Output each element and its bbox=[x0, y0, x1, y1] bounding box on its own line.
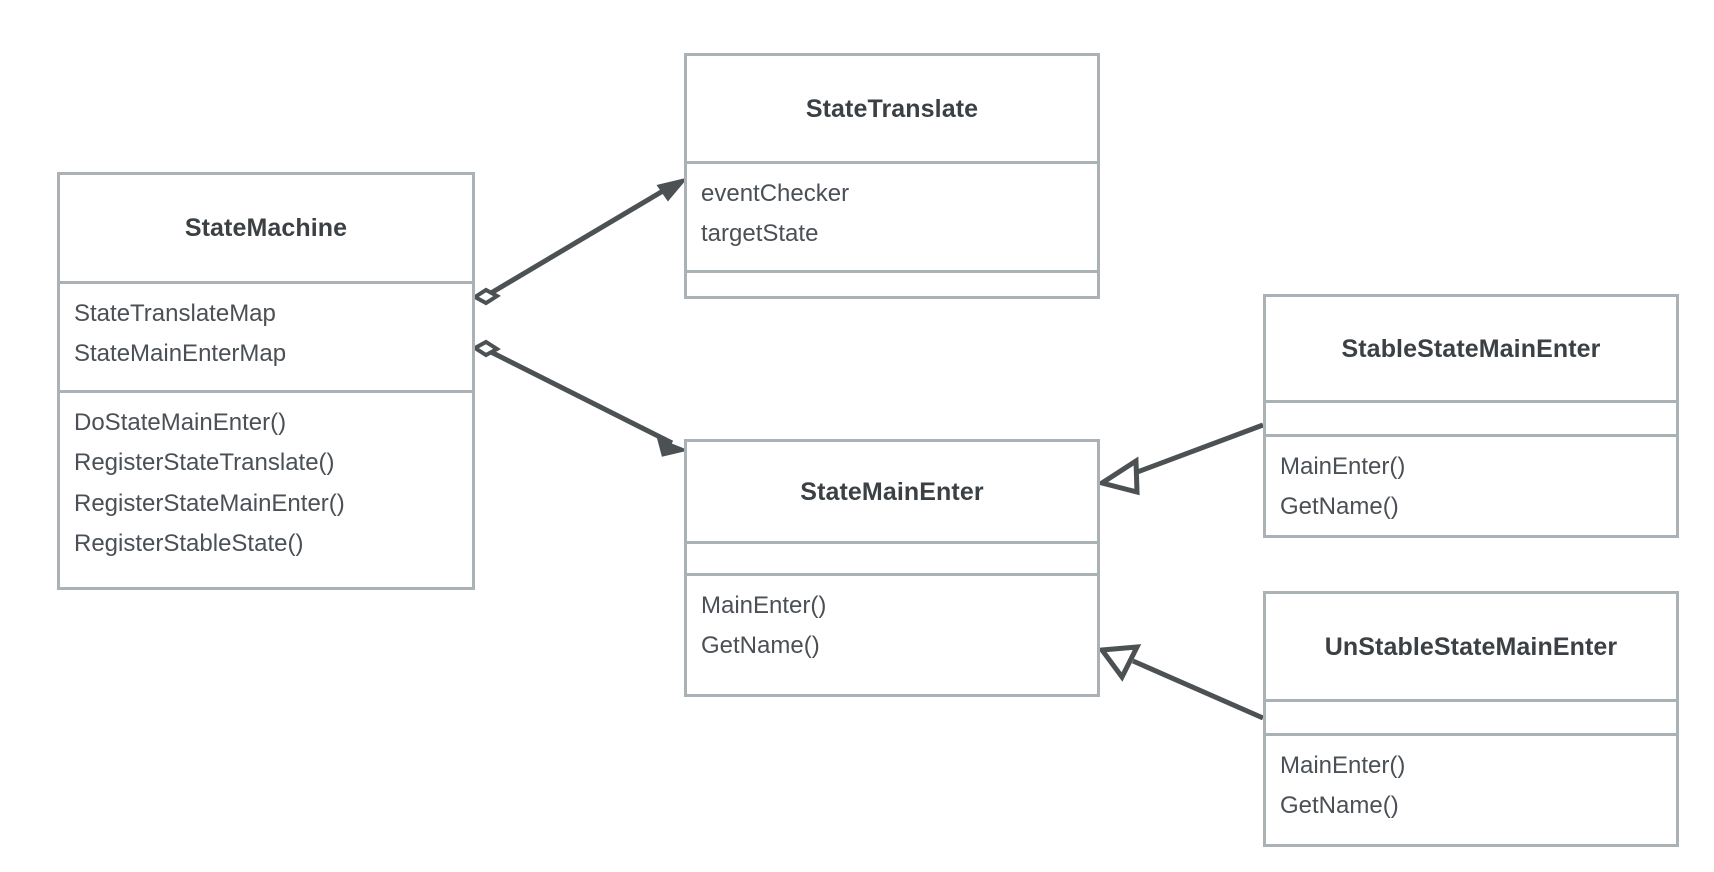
class-method: GetName() bbox=[1280, 493, 1399, 521]
class-method: MainEnter() bbox=[1280, 752, 1406, 779]
class-attributes-compartment-state-main-enter bbox=[687, 541, 1097, 573]
relation-aggregation-statemachine-statemainenter[interactable] bbox=[471, 339, 689, 457]
class-method: GetName() bbox=[1280, 792, 1399, 820]
class-attributes-compartment-state-machine: StateTranslateMap StateMainEnterMap bbox=[60, 281, 472, 390]
class-title-compartment-state-machine: StateMachine bbox=[60, 175, 472, 281]
class-method: RegisterStateTranslate() bbox=[74, 449, 335, 477]
class-attributes-compartment-stable-state-main-enter bbox=[1266, 400, 1676, 434]
class-attribute: StateTranslateMap bbox=[74, 300, 276, 327]
aggregation-diamond-statemachine-statetranslate bbox=[471, 287, 501, 306]
aggregation-diamond-statemachine-statemainenter bbox=[471, 339, 501, 358]
relation-generalization-stablestatemainenter[interactable] bbox=[1095, 422, 1264, 496]
arrowhead-hollow-triangle-stablestatemainenter bbox=[1095, 456, 1140, 496]
class-methods-compartment-state-main-enter: MainEnter() GetName() bbox=[687, 573, 1097, 694]
class-box-state-machine[interactable]: StateMachine StateTranslateMap StateMain… bbox=[57, 172, 475, 590]
class-method: GetName() bbox=[701, 632, 820, 660]
class-box-state-translate[interactable]: StateTranslate eventChecker targetState bbox=[684, 53, 1100, 299]
class-methods-compartment-stable-state-main-enter: MainEnter() GetName() bbox=[1266, 434, 1676, 535]
class-name-stable-state-main-enter: StableStateMainEnter bbox=[1341, 334, 1601, 363]
class-methods-compartment-state-machine: DoStateMainEnter() RegisterStateTranslat… bbox=[60, 390, 472, 587]
class-method: MainEnter() bbox=[1280, 453, 1406, 481]
generalization-line-stablestatemainenter bbox=[1131, 422, 1264, 477]
class-box-state-main-enter[interactable]: StateMainEnter MainEnter() GetName() bbox=[684, 439, 1100, 697]
aggregation-line-statetranslate bbox=[489, 182, 675, 296]
class-title-compartment-stable-state-main-enter: StableStateMainEnter bbox=[1266, 297, 1676, 400]
class-attributes-compartment-state-translate: eventChecker targetState bbox=[687, 161, 1097, 270]
class-method: MainEnter() bbox=[701, 592, 827, 619]
generalization-line-unstablestatemainenter bbox=[1131, 658, 1265, 721]
class-attribute: targetState bbox=[701, 220, 819, 248]
class-title-compartment-state-translate: StateTranslate bbox=[687, 56, 1097, 161]
class-method: DoStateMainEnter() bbox=[74, 409, 287, 436]
aggregation-line-statemainenter bbox=[489, 349, 674, 446]
class-name-state-machine: StateMachine bbox=[184, 214, 348, 242]
arrowhead-filled-statetranslate bbox=[656, 177, 689, 202]
class-name-state-main-enter: StateMainEnter bbox=[800, 477, 984, 506]
arrowhead-filled-statemainenter bbox=[656, 437, 689, 457]
class-box-unstable-state-main-enter[interactable]: UnStableStateMainEnter MainEnter() GetNa… bbox=[1263, 591, 1679, 847]
relation-generalization-unstablestatemainenter[interactable] bbox=[1097, 644, 1265, 721]
class-method: RegisterStateMainEnter() bbox=[74, 489, 345, 517]
class-methods-compartment-state-translate bbox=[687, 270, 1097, 296]
relation-aggregation-statemachine-statetranslate[interactable] bbox=[471, 177, 689, 306]
class-attributes-compartment-unstable-state-main-enter bbox=[1266, 699, 1676, 733]
class-attribute: eventChecker bbox=[701, 180, 850, 207]
class-name-unstable-state-main-enter: UnStableStateMainEnter bbox=[1324, 632, 1618, 661]
class-title-compartment-state-main-enter: StateMainEnter bbox=[687, 442, 1097, 541]
class-method: RegisterStableState() bbox=[74, 529, 304, 557]
class-attribute: StateMainEnterMap bbox=[74, 340, 287, 368]
class-name-state-translate: StateTranslate bbox=[805, 94, 979, 123]
class-methods-compartment-unstable-state-main-enter: MainEnter() GetName() bbox=[1266, 733, 1676, 844]
class-box-stable-state-main-enter[interactable]: StableStateMainEnter MainEnter() GetName… bbox=[1263, 294, 1679, 538]
arrowhead-hollow-triangle-unstablestatemainenter bbox=[1097, 644, 1142, 682]
class-title-compartment-unstable-state-main-enter: UnStableStateMainEnter bbox=[1266, 594, 1676, 699]
